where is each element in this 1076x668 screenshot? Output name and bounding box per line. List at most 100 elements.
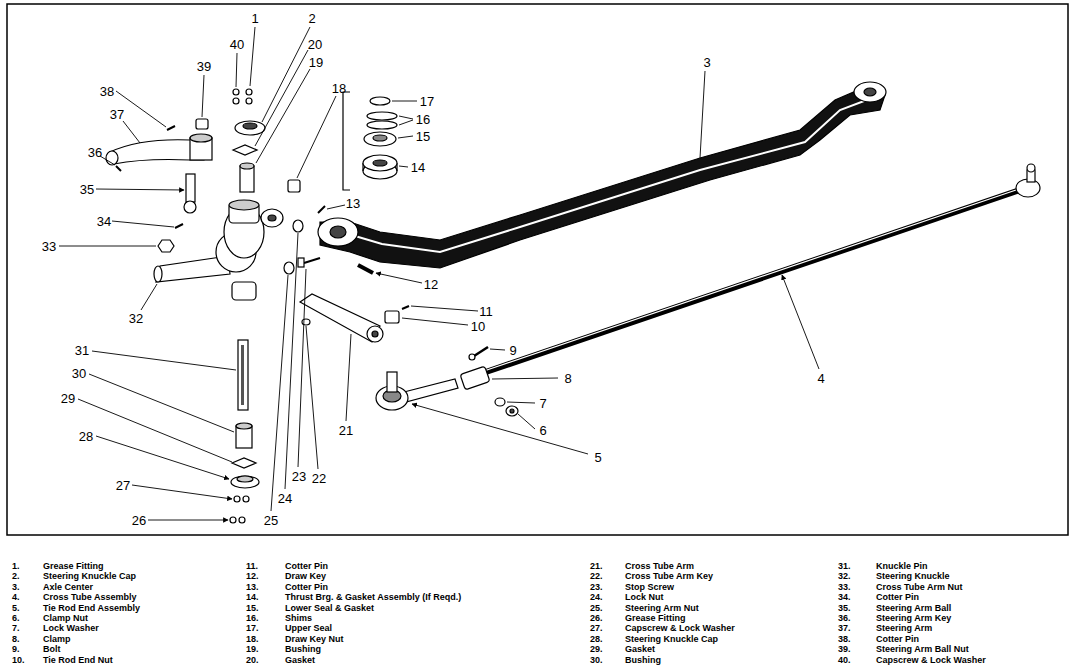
part-number: 13. <box>246 583 259 592</box>
part-name: Lock Nut <box>625 593 664 602</box>
callout-number: 13 <box>346 197 360 210</box>
part-name: Axle Center <box>43 583 93 592</box>
part-name: Steering Arm Nut <box>625 604 699 613</box>
part-number: 18. <box>246 635 259 644</box>
part-number: 7. <box>12 624 20 633</box>
part-name: Bushing <box>625 656 661 665</box>
callout-number: 25 <box>264 514 278 527</box>
callout-number: 16 <box>416 113 430 126</box>
part-name: Lower Seal & Gasket <box>285 604 374 613</box>
part-number: 28. <box>590 635 603 644</box>
callout-number: 4 <box>817 372 824 385</box>
callout-number: 3 <box>703 56 710 69</box>
part-name: Tie Rod End Nut <box>43 656 113 665</box>
part-number: 26. <box>590 614 603 623</box>
part-number: 17. <box>246 624 259 633</box>
part-number: 5. <box>12 604 20 613</box>
part-name: Steering Arm Key <box>876 614 951 623</box>
part-number: 15. <box>246 604 259 613</box>
callout-number: 19 <box>309 56 323 69</box>
callout-number: 28 <box>79 430 93 443</box>
callout-number: 20 <box>308 38 322 51</box>
part-name: Stop Screw <box>625 583 674 592</box>
part-name: Capscrew & Lock Washer <box>876 656 986 665</box>
part-number: 27. <box>590 624 603 633</box>
part-name: Knuckle Pin <box>876 562 928 571</box>
callout-number: 7 <box>539 397 546 410</box>
part-number: 36. <box>838 614 851 623</box>
callout-number: 8 <box>564 372 571 385</box>
part-name: Draw Key Nut <box>285 635 344 644</box>
part-number: 8. <box>12 635 20 644</box>
part-name: Steering Arm <box>876 624 932 633</box>
part-name: Capscrew & Lock Washer <box>625 624 735 633</box>
callout-number: 15 <box>416 130 430 143</box>
part-name: Cross Tube Arm <box>625 562 694 571</box>
part-name: Steering Arm Ball <box>876 604 951 613</box>
part-number: 1. <box>12 562 20 571</box>
callout-number: 30 <box>72 367 86 380</box>
part-name: Lock Washer <box>43 624 99 633</box>
callout-number: 39 <box>197 60 211 73</box>
part-number: 19. <box>246 645 259 654</box>
part-number: 12. <box>246 572 259 581</box>
part-name: Cross Tube Arm Nut <box>876 583 963 592</box>
part-number: 6. <box>12 614 20 623</box>
part-number: 38. <box>838 635 851 644</box>
callout-number: 5 <box>594 451 601 464</box>
part-number: 31. <box>838 562 851 571</box>
part-number: 39. <box>838 645 851 654</box>
part-name: Upper Seal <box>285 624 332 633</box>
part-number: 25. <box>590 604 603 613</box>
callout-number: 1 <box>251 12 258 25</box>
callout-number: 32 <box>129 312 143 325</box>
part-name: Gasket <box>625 645 655 654</box>
part-number: 29. <box>590 645 603 654</box>
part-name: Tie Rod End Assembly <box>43 604 140 613</box>
part-number: 16. <box>246 614 259 623</box>
part-name: Cotter Pin <box>285 583 328 592</box>
part-name: Grease Fitting <box>625 614 686 623</box>
part-number: 9. <box>12 645 20 654</box>
part-number: 23. <box>590 583 603 592</box>
part-name: Steering Knuckle <box>876 572 950 581</box>
callout-number: 6 <box>539 424 546 437</box>
part-name: Gasket <box>285 656 315 665</box>
part-number: 2. <box>12 572 20 581</box>
callout-number: 24 <box>278 492 292 505</box>
part-name: Cotter Pin <box>876 593 919 602</box>
callout-number: 12 <box>424 278 438 291</box>
callout-number: 10 <box>471 320 485 333</box>
callout-number: 38 <box>100 85 114 98</box>
callout-number: 40 <box>230 38 244 51</box>
part-name: Clamp Nut <box>43 614 88 623</box>
part-number: 22. <box>590 572 603 581</box>
part-number: 21. <box>590 562 603 571</box>
callout-number: 14 <box>411 161 425 174</box>
part-name: Cross Tube Assembly <box>43 593 137 602</box>
callout-number: 31 <box>75 344 89 357</box>
part-name: Steering Knuckle Cap <box>43 572 136 581</box>
callout-number: 22 <box>312 472 326 485</box>
part-name: Cross Tube Arm Key <box>625 572 713 581</box>
part-number: 4. <box>12 593 20 602</box>
part-number: 30. <box>590 656 603 665</box>
callout-number: 17 <box>420 95 434 108</box>
parts <box>106 82 1040 523</box>
callout-number: 18 <box>332 82 346 95</box>
callout-number: 2 <box>308 12 315 25</box>
part-name: Cotter Pin <box>285 562 328 571</box>
part-name: Steering Knuckle Cap <box>625 635 718 644</box>
part-name: Shims <box>285 614 312 623</box>
part-number: 34. <box>838 593 851 602</box>
part-number: 10. <box>12 656 25 665</box>
part-number: 24. <box>590 593 603 602</box>
part-name: Steering Arm Ball Nut <box>876 645 969 654</box>
callout-number: 33 <box>42 240 56 253</box>
part-number: 14. <box>246 593 259 602</box>
part-name: Cotter Pin <box>876 635 919 644</box>
callout-number: 11 <box>479 305 493 318</box>
part-name: Bolt <box>43 645 61 654</box>
part-name: Bushing <box>285 645 321 654</box>
